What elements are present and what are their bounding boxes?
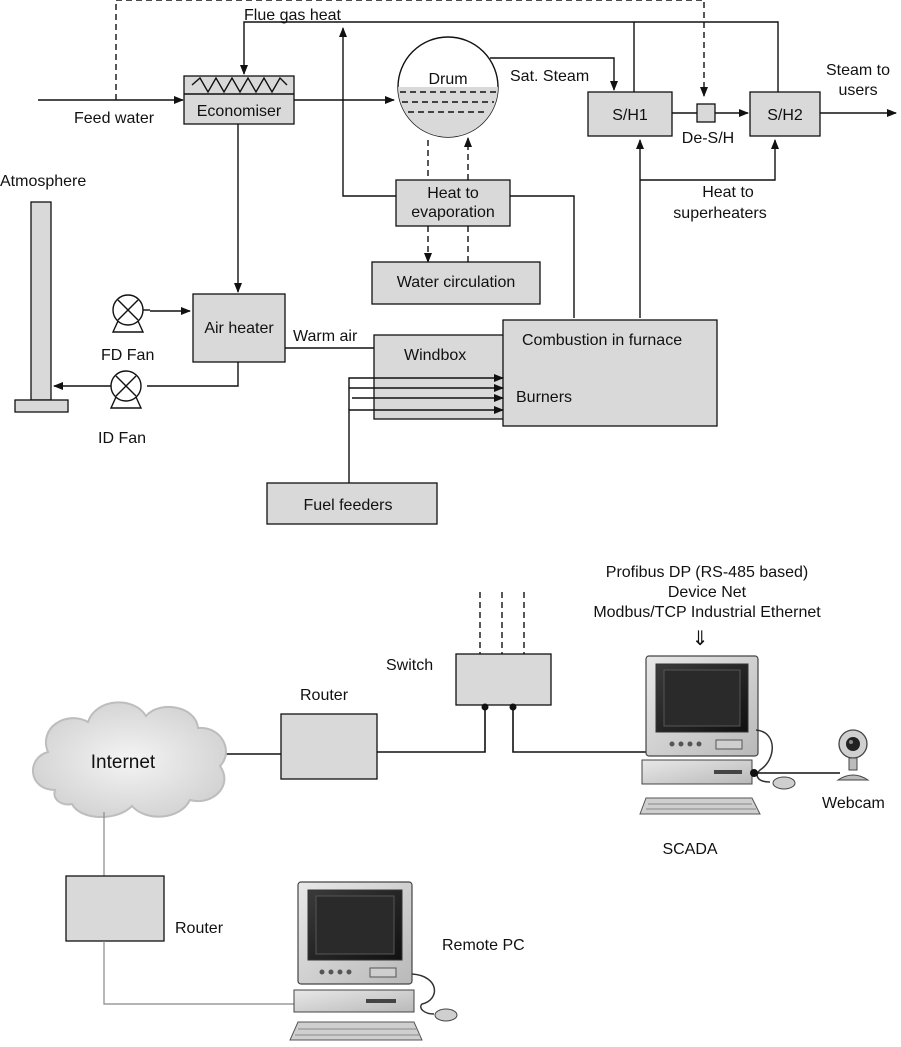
heat-to-sh2-arrow (640, 139, 779, 181)
desh-label: De-S/H (682, 130, 734, 147)
sh2-label: S/H2 (767, 107, 803, 124)
remote-pc-label: Remote PC (442, 937, 525, 954)
furnace-to-evaporation-line (510, 195, 575, 318)
stack-base (14, 399, 69, 413)
webcam-icon (836, 729, 870, 781)
flue-gas-heat-label: Flue gas heat (244, 7, 342, 24)
stack-chimney (30, 201, 52, 401)
steam-to-users-label-1: Steam to (826, 62, 890, 79)
heat-to-superheaters-label-2: superheaters (673, 205, 766, 222)
heat-to-evaporation-label-1: Heat to (427, 185, 479, 202)
webcam-label: Webcam (822, 795, 885, 812)
protocol-profibus-label: Profibus DP (RS-485 based) (606, 564, 808, 581)
drum-label: Drum (428, 71, 467, 88)
air-heater-box (192, 293, 286, 363)
internet-cloud-icon (32, 701, 227, 819)
combustion-label: Combustion in furnace (522, 332, 682, 349)
fuel-feeders-box (266, 482, 438, 525)
burners-label: Burners (516, 389, 572, 406)
economiser-box (183, 75, 295, 125)
water-circulation-label: Water circulation (397, 274, 516, 291)
windbox-label: Windbox (404, 347, 466, 364)
id-fan-icon (109, 370, 143, 409)
router-bottom-label: Router (175, 920, 224, 937)
sh2-box (749, 91, 821, 137)
feed-water-label: Feed water (74, 110, 155, 127)
sat-steam-label: Sat. Steam (510, 68, 589, 85)
boiler-diagram: Flue gas heat Feed water Economiser Drum… (0, 0, 897, 525)
air-heater-to-id-fan-line (147, 362, 239, 387)
router-top-box (280, 713, 378, 780)
sat-steam-line (490, 57, 618, 91)
down-arrow-icon: ⇓ (692, 628, 709, 650)
sh1-box (587, 91, 673, 137)
heat-to-superheaters-label-1: Heat to (702, 184, 754, 201)
desuperheater-control-dashed-line (115, 0, 708, 100)
internet-label: Internet (91, 752, 156, 773)
scada-computer-icon (639, 655, 796, 815)
protocol-devicenet-label: Device Net (668, 584, 747, 601)
fuel-feeders-label: Fuel feeders (304, 497, 393, 514)
fd-fan-label: FD Fan (101, 347, 154, 364)
heat-to-evaporation-label-2: evaporation (411, 204, 495, 221)
network-diagram: Profibus DP (RS-485 based) Device Net Mo… (32, 564, 885, 1041)
fd-fan-icon (111, 294, 150, 333)
id-fan-label: ID Fan (98, 430, 146, 447)
router-top-label: Router (300, 687, 349, 704)
protocol-modbus-label: Modbus/TCP Industrial Ethernet (593, 604, 821, 621)
air-heater-label: Air heater (204, 320, 274, 337)
switch-to-scada-cable (512, 710, 652, 753)
sh1-label: S/H1 (612, 107, 648, 124)
windbox-box (373, 334, 505, 420)
router-bottom-box (65, 875, 165, 942)
economiser-coil-icon (191, 76, 288, 94)
switch-port-1 (481, 703, 489, 711)
water-circulation-box (371, 261, 541, 305)
switch-box (455, 653, 552, 706)
switch-label: Switch (386, 657, 433, 674)
flue-gas-heat-line (240, 21, 779, 92)
heat-to-evaporation-box (395, 179, 511, 227)
desh-box (696, 103, 716, 123)
remote-pc-icon (289, 881, 458, 1041)
scada-label: SCADA (662, 841, 717, 858)
steam-to-users-label-2: users (838, 82, 877, 99)
evaporation-to-flue-arrow (339, 27, 396, 197)
fuel-line-4 (348, 374, 504, 388)
switch-port-2 (509, 703, 517, 711)
economiser-label: Economiser (197, 103, 282, 120)
combustion-furnace-box (502, 319, 718, 427)
router-to-remote-pc-cable (103, 941, 298, 1005)
warm-air-label: Warm air (293, 328, 358, 345)
atmosphere-label: Atmosphere (0, 173, 86, 190)
router-to-switch-cable (377, 710, 486, 753)
fuel-line-1 (348, 406, 504, 484)
